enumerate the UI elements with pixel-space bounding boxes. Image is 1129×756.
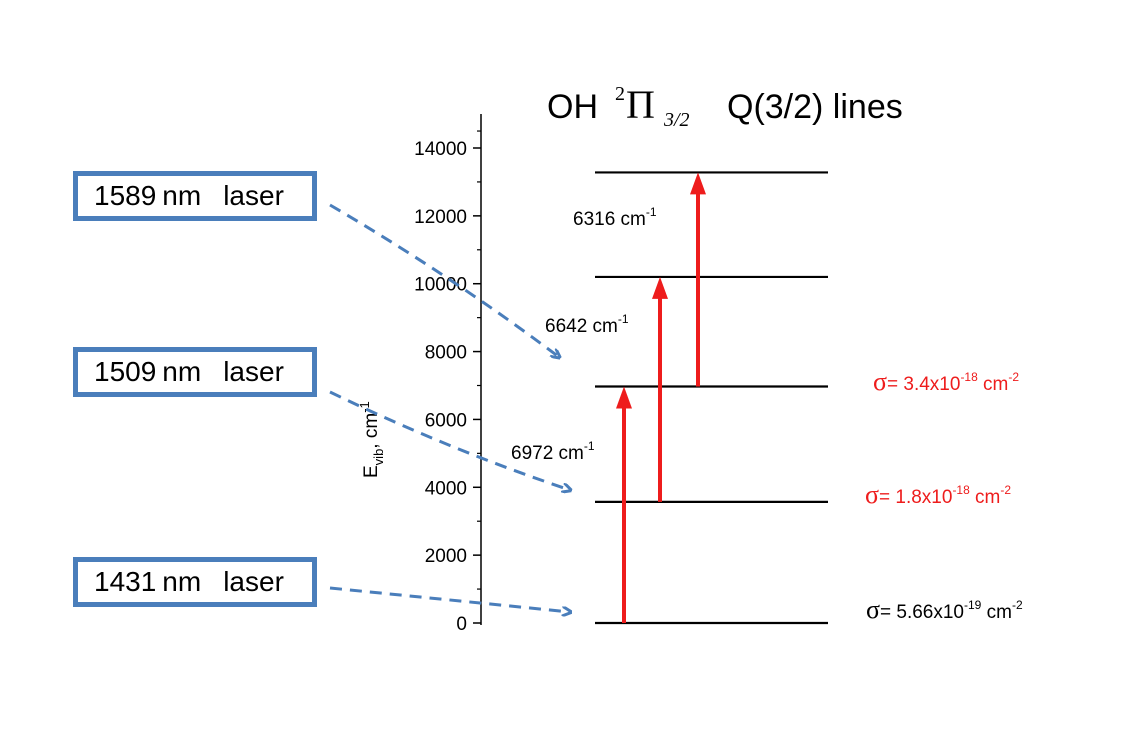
laser-unit: nm: [162, 566, 202, 597]
laser-wavelength: 1509: [94, 356, 157, 387]
laser-word: laser: [223, 356, 284, 387]
y-axis-label: Evib, cm-1: [357, 401, 386, 478]
laser-unit: nm: [162, 356, 202, 387]
transition-label-6316: 6316 cm-1: [573, 205, 657, 230]
transition-label-6972: 6972 cm-1: [511, 439, 595, 464]
laser-pointer-1589: [329, 203, 559, 357]
y-tick-label: 8000: [425, 343, 467, 364]
transition-arrows: [616, 172, 706, 623]
y-axis: 0 2000 4000 6000 8000 10000 12000 14000 Evib, c…: [357, 114, 482, 635]
laser-wavelength: 1431: [94, 566, 157, 597]
y-axis-ticks: 0 2000 4000 6000 8000 10000 12000 14000: [414, 130, 481, 635]
y-tick-label: 10000: [414, 275, 467, 296]
transition-labels: 6316 cm-1 6642 cm-1 6972 cm-1: [511, 205, 657, 464]
cross-section-upper: σ= 3.4x10-18 cm-2: [873, 367, 1019, 396]
y-tick-label: 12000: [414, 207, 467, 228]
y-tick-label: 4000: [425, 478, 467, 499]
y-tick-label: 2000: [425, 546, 467, 567]
svg-text:Evib, cm-1: Evib, cm-1: [357, 401, 386, 478]
laser-word: laser: [223, 566, 284, 597]
laser-pointer-1509: [329, 390, 570, 490]
y-axis-label-unit: , cm: [361, 413, 382, 449]
y-axis-label-unit-sup: -1: [357, 401, 372, 413]
cross-section-middle: σ= 1.8x10-18 cm-2: [865, 480, 1011, 509]
laser-pointer-1431: [329, 586, 570, 612]
transition-arrow-head: [690, 172, 706, 195]
transition-arrow-head: [616, 386, 632, 409]
y-axis-label-sub: vib: [371, 449, 386, 466]
diagram-title: OH 2 Π 3/2 Q(3/2) lines: [547, 82, 903, 131]
laser-pointers: [329, 203, 570, 612]
cross-section-lower: σ= 5.66x10-19 cm-2: [866, 595, 1023, 624]
laser-unit: nm: [162, 180, 202, 211]
transition-arrow-head: [652, 276, 668, 299]
y-tick-label: 14000: [414, 139, 467, 160]
y-tick-label: 0: [456, 614, 467, 635]
title-subscript: 3/2: [663, 109, 690, 131]
laser-wavelength: 1589: [94, 180, 157, 211]
title-superscript: 2: [615, 83, 625, 105]
cross-sections: σ= 3.4x10-18 cm-2 σ= 1.8x10-18 cm-2 σ= 5…: [865, 367, 1023, 624]
y-tick-label: 6000: [425, 410, 467, 431]
title-molecule: OH: [547, 88, 598, 126]
laser-word: laser: [223, 180, 284, 211]
title-pi-symbol: Π: [626, 82, 655, 127]
transition-label-6642: 6642 cm-1: [545, 312, 629, 337]
energy-levels: [595, 171, 828, 625]
title-lines: Q(3/2) lines: [727, 88, 903, 126]
y-axis-label-main: E: [361, 465, 382, 478]
